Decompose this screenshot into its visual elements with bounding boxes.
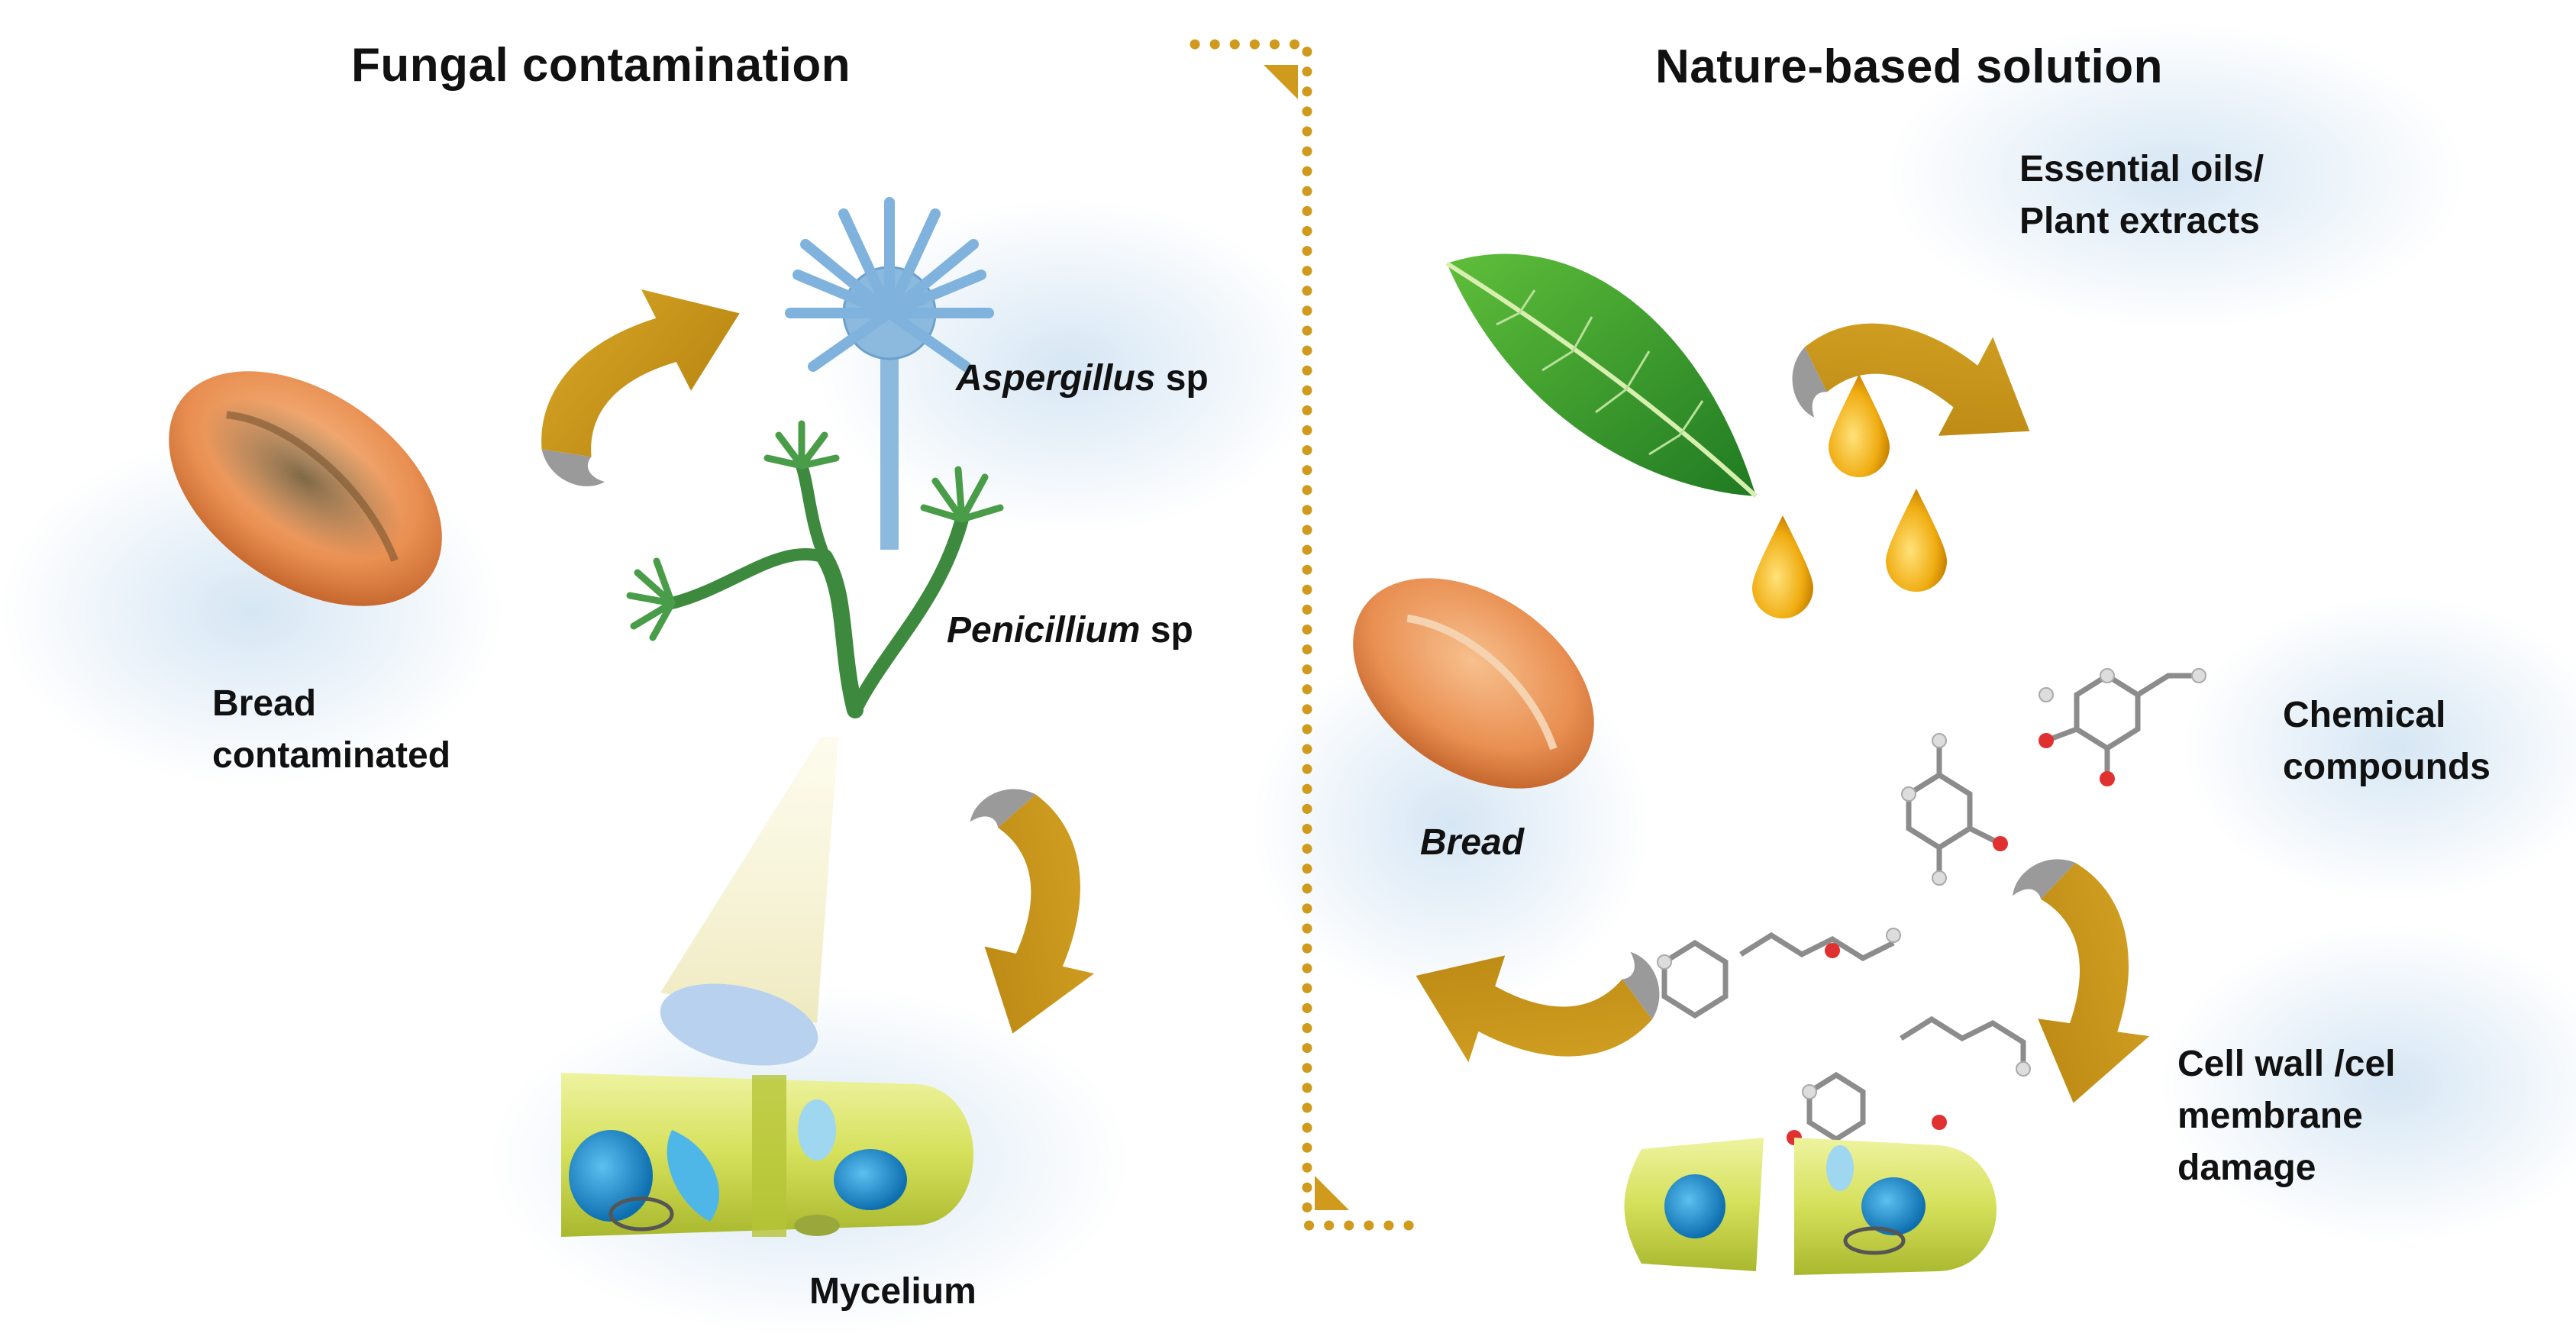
cell-damage-line-2: membrane (2177, 1096, 2363, 1136)
curved-arrow-icon (1964, 848, 2188, 1118)
left-panel-title: Fungal contamination (351, 39, 851, 92)
molecule-icon (1787, 733, 2115, 1145)
panel-divider (1190, 39, 1425, 1231)
molecule-icon (1661, 672, 2199, 1143)
essential-oils-line-2: Plant extracts (2019, 201, 2260, 241)
curved-arrow-icon (501, 260, 779, 499)
cell-damage-label: Cell wall /cel membrane damage (2177, 1038, 2395, 1194)
cell-damage-line-1: Cell wall /cel (2177, 1044, 2396, 1084)
damaged-cell-icon (1624, 1138, 1997, 1275)
aspergillus-suffix: sp (1155, 358, 1209, 399)
right-panel-title: Nature-based solution (1655, 40, 2164, 93)
background-glows (0, 23, 2576, 1336)
chemical-compounds-label: Chemical compounds (2283, 689, 2490, 793)
cell-damage-line-3: damage (2177, 1148, 2316, 1188)
bread-contaminated-line-1: Bread (212, 683, 317, 724)
chemical-compounds-line-1: Chemical (2283, 695, 2446, 735)
penicillium-icon (626, 420, 1004, 718)
oil-drop-icon (1752, 374, 1947, 618)
leaf-icon (1445, 253, 1758, 499)
bread-label: Bread (1420, 822, 1525, 863)
essential-oils-label: Essential oils/ Plant extracts (2019, 144, 2264, 247)
bread-contaminated-line-2: contaminated (212, 735, 451, 776)
penicillium-label: Penicillium sp (947, 605, 1193, 657)
bread-icon (1353, 578, 1594, 789)
bread-contaminated-icon (169, 371, 442, 606)
microscope-light-cone-icon (660, 737, 838, 1066)
mycelium-label: Mycelium (809, 1271, 976, 1312)
essential-oils-line-1: Essential oils/ (2019, 149, 2264, 189)
chemical-compounds-line-2: compounds (2283, 747, 2490, 787)
aspergillus-genus: Aspergillus (956, 358, 1156, 399)
mycelium-cell-icon (561, 1073, 973, 1237)
bread-contaminated-label: Bread contaminated (212, 678, 450, 782)
aspergillus-icon (785, 197, 994, 550)
aspergillus-label: Aspergillus sp (956, 353, 1209, 405)
penicillium-suffix: sp (1140, 610, 1193, 651)
molecule-icon (1657, 668, 2206, 1099)
penicillium-genus: Penicillium (947, 610, 1141, 651)
